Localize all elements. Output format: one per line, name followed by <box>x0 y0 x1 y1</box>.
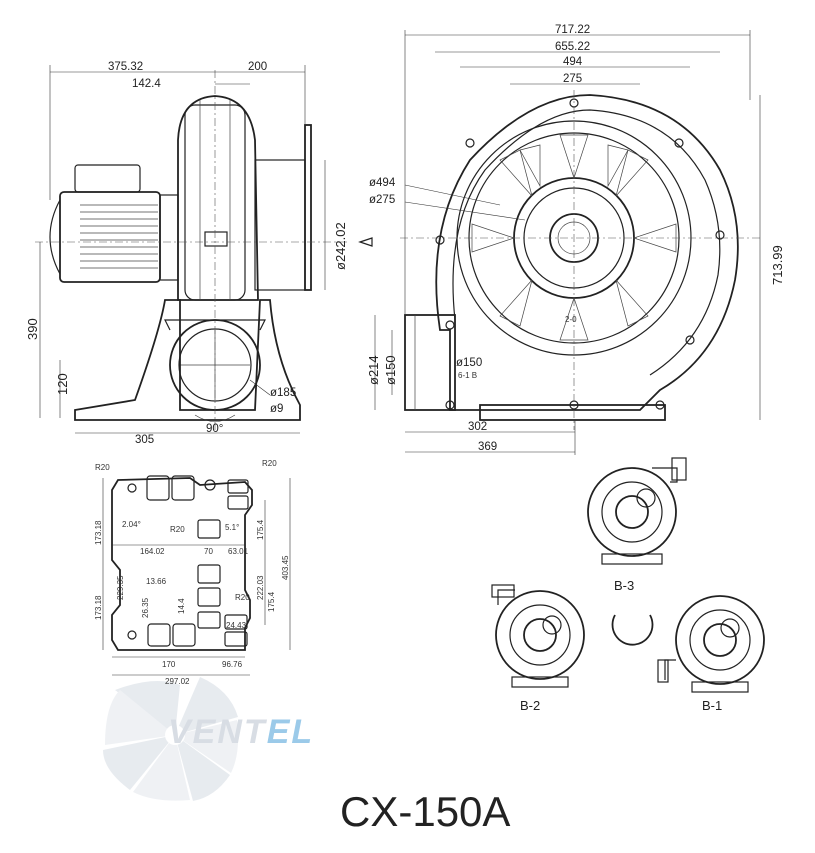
nameplate <box>204 231 228 247</box>
dim-base-w2: 70 <box>204 547 213 556</box>
rotation-arrow-icon <box>611 614 654 646</box>
dim-side-top-right: 200 <box>248 61 267 73</box>
base-stand <box>74 299 301 421</box>
dim-side-height: 390 <box>25 318 40 340</box>
dim-front-w2: 655.22 <box>555 41 590 53</box>
volute-inner <box>452 109 721 376</box>
dim-base-w8: 297.02 <box>165 677 190 686</box>
dim-base-w4: 13.66 <box>146 577 167 586</box>
dim-front-center-mark: 2-0 <box>565 315 577 324</box>
terminal-box <box>74 164 141 193</box>
dim-side-top-left: 375.32 <box>108 61 143 73</box>
blower-housing <box>177 95 259 301</box>
dim-base-a1: 2.04° <box>122 520 141 529</box>
brand-text: VENTEL <box>168 713 314 751</box>
dim-front-base1: 302 <box>468 421 487 433</box>
base-plate-view: R20 R20 R20 R20 2.04° 5.1° 173.18 175.4 … <box>94 459 291 686</box>
dim-base-r2: R20 <box>262 459 277 468</box>
view-b3: B-3 <box>587 457 687 593</box>
dim-front-w1: 717.22 <box>555 24 590 36</box>
inlet-flange-side <box>254 159 306 291</box>
front-base <box>479 404 666 421</box>
dim-base-w5: 24.43 <box>226 621 247 630</box>
dim-base-a2: 5.1° <box>225 523 239 532</box>
base-cutouts <box>127 475 249 647</box>
dim-front-d1: ø494 <box>369 177 396 189</box>
dim-base-r1: R20 <box>95 463 110 472</box>
motor-flange <box>159 194 179 281</box>
view-b2: B-2 <box>491 584 585 713</box>
dim-base-w3: 63.01 <box>228 547 249 556</box>
view-label: B-1 <box>702 698 722 713</box>
motor-fins <box>80 204 158 269</box>
dim-front-base2: 369 <box>478 441 497 453</box>
view-label: B-3 <box>614 578 634 593</box>
dim-base-h9: 14.4 <box>177 598 186 614</box>
volute-outer <box>435 94 739 411</box>
dim-side-inlet-offset: 142.4 <box>132 78 161 90</box>
dim-front-outlet-label: ø150 <box>456 357 482 369</box>
view-label: B-2 <box>520 698 540 713</box>
dim-side-outlet-height: 120 <box>55 373 70 395</box>
dim-base-w7: 96.76 <box>222 660 243 669</box>
outlet-flange-front <box>404 314 456 411</box>
dim-front-w4: 275 <box>563 73 582 85</box>
view-b1: B-1 <box>657 595 765 713</box>
dim-base-w6: 170 <box>162 660 176 669</box>
dim-base-h6: 222.03 <box>256 575 265 600</box>
dim-side-base-length: 305 <box>135 434 154 446</box>
inlet-plate <box>304 124 312 291</box>
dim-side-flange-height: ø242.02 <box>333 222 348 270</box>
outlet-collar <box>164 319 266 331</box>
side-view: 375.32 200 142.4 390 120 305 ø242.02 ø18… <box>25 61 373 446</box>
dim-front-outlet-sub: 6-1 B <box>458 371 477 380</box>
motor-endcap <box>49 199 61 275</box>
dim-side-hole-dia: ø9 <box>270 403 283 415</box>
dim-front-d2: ø275 <box>369 194 395 206</box>
dim-base-h7: 175.4 <box>267 591 276 612</box>
dim-base-r3: R20 <box>170 525 185 534</box>
dim-base-h1: 173.18 <box>94 520 103 545</box>
dim-front-w3: 494 <box>563 56 583 68</box>
dim-front-height: 713.99 <box>770 245 785 285</box>
front-view: 717.22 655.22 494 275 713.99 ø494 ø275 ø… <box>366 24 785 455</box>
fan-logo-icon <box>103 677 239 801</box>
brand-watermark: VENTEL <box>103 677 314 801</box>
dim-base-h5: 229.35 <box>116 575 125 600</box>
dim-base-w1: 164.02 <box>140 547 165 556</box>
brand-accent: EL <box>267 713 314 751</box>
brand-main: VENT <box>168 713 268 751</box>
dim-base-h3: 403.45 <box>281 555 290 580</box>
dim-base-h2: 175.4 <box>256 519 265 540</box>
dim-base-r4: R20 <box>235 593 250 602</box>
dim-base-h4: 173.18 <box>94 595 103 620</box>
dim-front-outlet-h2: ø150 <box>383 355 398 385</box>
dim-front-outlet-h1: ø214 <box>366 355 381 385</box>
orientation-views: B-3 B-2 B-1 <box>491 457 765 713</box>
dim-side-angle: 90° <box>206 423 223 435</box>
dim-base-h8: 26.35 <box>141 597 150 618</box>
motor-body <box>59 191 161 283</box>
dim-side-outlet-dia: ø185 <box>270 387 296 399</box>
airflow-arrow-icon <box>358 237 373 247</box>
model-title: CX-150A <box>340 788 510 835</box>
